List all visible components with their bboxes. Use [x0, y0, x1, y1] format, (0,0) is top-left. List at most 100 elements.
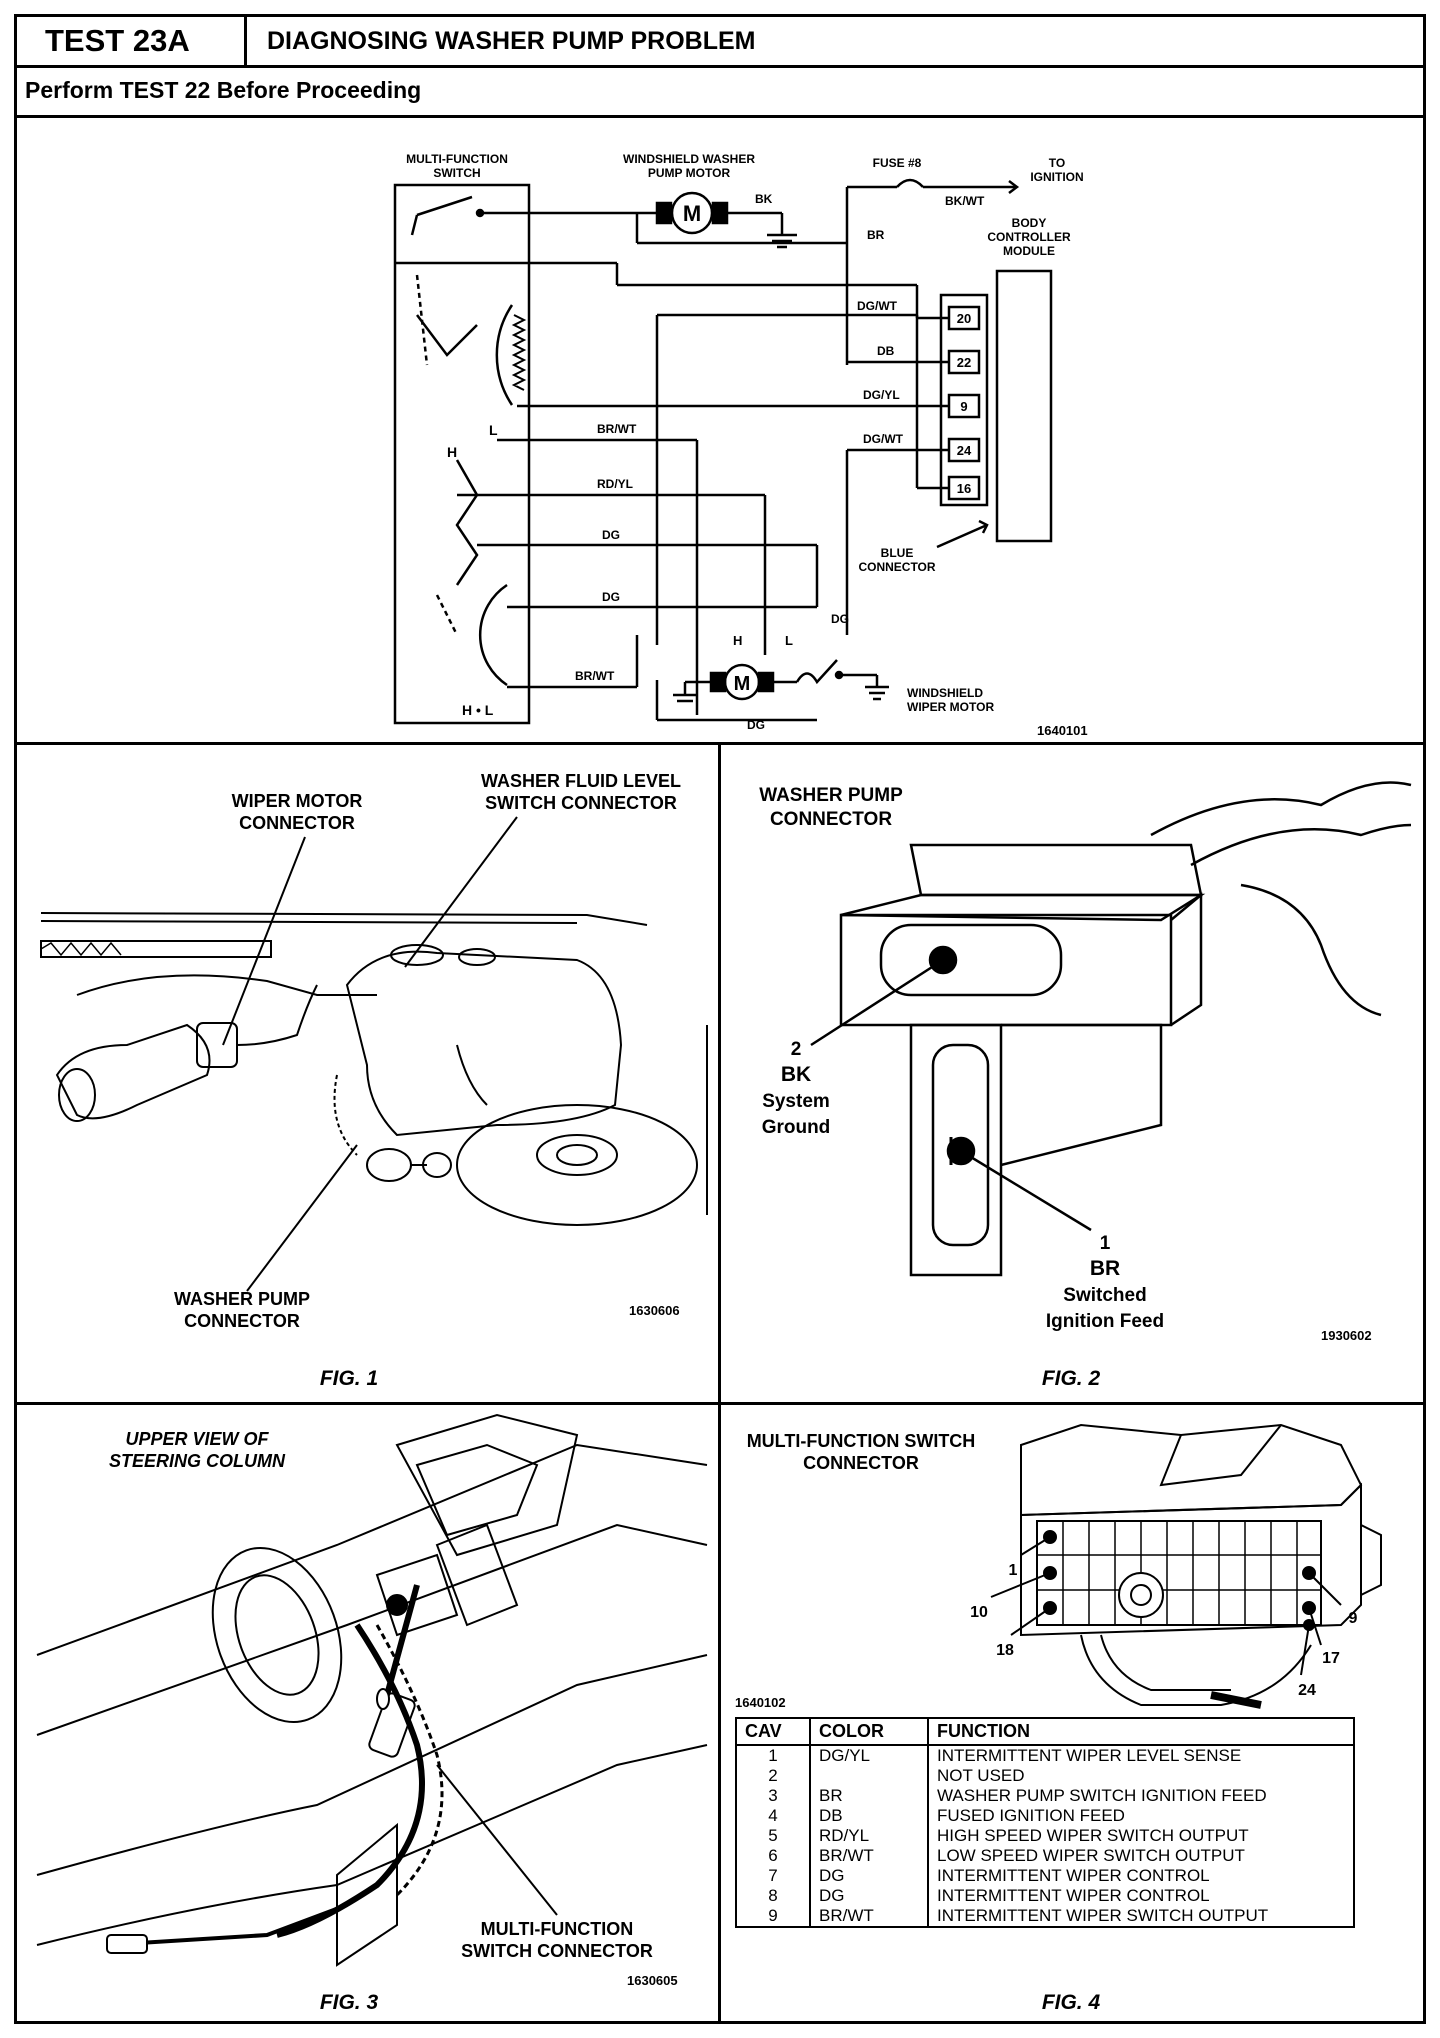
wiper-motor-icon: M: [709, 663, 775, 701]
test-id: TEST 23A: [17, 17, 247, 65]
bcm-label-3: MODULE: [1003, 244, 1055, 258]
wiper-motor-symbol: M: [734, 673, 751, 695]
fig3-illustration: UPPER VIEW OF STEERING COLUMN: [36, 1413, 708, 2014]
wire-label-br: BR: [867, 228, 885, 242]
figure-code: 1640102: [735, 1695, 786, 1710]
figure-code: 1640101: [1037, 723, 1088, 738]
multi-function-switch-connector-body: [1020, 1423, 1382, 1637]
fig2-title-2: CONNECTOR: [770, 809, 892, 830]
figure-code: 1630606: [629, 1303, 680, 1318]
fuse-icon: [896, 178, 924, 188]
function-cell: NOT USED: [927, 1766, 1355, 1786]
cav-cell: 7: [735, 1866, 811, 1886]
fig3-connector-label-2: SWITCH CONNECTOR: [461, 1941, 653, 1961]
wiring-schematic: MULTI-FUNCTION SWITCH M BK WINDSHIELD WA…: [393, 152, 1088, 738]
figure-caption: FIG. 1: [320, 1367, 378, 1390]
figure-caption: FIG. 4: [1042, 1991, 1101, 2014]
steering-column-shape: [36, 1413, 708, 1946]
column-header: COLOR: [809, 1717, 929, 1746]
wiper-motor-label-2: WIPER MOTOR: [907, 700, 994, 714]
fluid-switch-label-2: SWITCH CONNECTOR: [485, 793, 677, 813]
pin2-function-2: Ground: [762, 1117, 831, 1138]
fig3-connector-label-1: MULTI-FUNCTION: [481, 1919, 634, 1939]
function-cell: INTERMITTENT WIPER LEVEL SENSE: [927, 1745, 1355, 1766]
color-cell: DG/YL: [809, 1745, 929, 1766]
cav-cell: 8: [735, 1886, 811, 1906]
pin-label: 16: [957, 481, 971, 496]
figure-caption: FIG. 3: [320, 1991, 379, 2014]
color-cell: DB: [809, 1806, 929, 1826]
callout-1: 1: [1009, 1562, 1018, 1579]
function-cell: WASHER PUMP SWITCH IGNITION FEED: [927, 1786, 1355, 1806]
pump-connector-label-2: CONNECTOR: [184, 1311, 300, 1331]
cav-cell: 6: [735, 1846, 811, 1866]
fig2-panel: WASHER PUMP CONNECTOR 2: [721, 745, 1423, 1405]
cav-cell: 5: [735, 1826, 811, 1846]
color-cell: RD/YL: [809, 1826, 929, 1846]
wiper-l-label: L: [785, 633, 793, 648]
wire-label-dg-yl: DG/YL: [863, 388, 900, 402]
fig2-illustration: WASHER PUMP CONNECTOR 2: [759, 781, 1412, 1390]
washer-pump-motor-icon: M: [655, 191, 729, 235]
cav-cell: 2: [735, 1766, 811, 1786]
wire-label-dg-3: DG: [831, 612, 849, 626]
wire-label-dg-wt: DG/WT: [857, 299, 898, 313]
wire-label-br-wt: BR/WT: [597, 422, 637, 436]
page-title: DIAGNOSING WASHER PUMP PROBLEM: [267, 27, 756, 55]
wire-label-rd-yl: RD/YL: [597, 477, 633, 491]
function-cell: INTERMITTENT WIPER CONTROL: [927, 1886, 1355, 1906]
color-cell: BR: [809, 1786, 929, 1806]
wire-label-db: DB: [877, 344, 895, 358]
wire-label-br-wt-2: BR/WT: [575, 669, 615, 683]
prerequisite-note: Perform TEST 22 Before Proceeding: [25, 77, 422, 103]
pin1-function-2: Ignition Feed: [1046, 1311, 1164, 1332]
table-header-row: CAV COLOR FUNCTION: [735, 1717, 1355, 1746]
color-cell: DG: [809, 1886, 929, 1906]
pin2-color: BK: [781, 1063, 811, 1086]
wire-label-dg-1: DG: [602, 528, 620, 542]
function-cell: INTERMITTENT WIPER SWITCH OUTPUT: [927, 1906, 1355, 1928]
multi-function-switch-box: [393, 183, 531, 725]
wire-label-dg-wt-2: DG/WT: [863, 432, 904, 446]
fig4-title-2: CONNECTOR: [803, 1453, 919, 1473]
column-header: FUNCTION: [927, 1717, 1355, 1746]
blue-connector-label-1: BLUE: [881, 546, 914, 560]
figure-code: 1930602: [1321, 1328, 1372, 1343]
pin-label: 9: [960, 399, 967, 414]
function-cell: HIGH SPEED WIPER SWITCH OUTPUT: [927, 1826, 1355, 1846]
washer-motor-label-1: WINDSHIELD WASHER: [623, 152, 755, 166]
fig2-title-1: WASHER PUMP: [759, 785, 903, 806]
bcm-label-1: BODY: [1012, 216, 1047, 230]
body-controller-module-box: [995, 269, 1053, 543]
washer-reservoir: [345, 950, 623, 1137]
prerequisite-row: Perform TEST 22 Before Proceeding: [17, 65, 1423, 118]
intermittent-resistor-arc: [495, 304, 514, 406]
pin1-color: BR: [1090, 1257, 1120, 1280]
cav-cell: 9: [735, 1906, 811, 1928]
wiper-motor-shape: [55, 1022, 238, 1122]
callout-9: 9: [1349, 1610, 1358, 1627]
washer-motor-symbol: M: [683, 201, 701, 226]
pump-connector-label-1: WASHER PUMP: [174, 1289, 310, 1309]
fig1-panel: WIPER MOTOR CONNECTOR WASHER FLUID LEVEL…: [17, 745, 721, 1405]
to-ignition-label-2: IGNITION: [1030, 170, 1083, 184]
fuse-label: FUSE #8: [873, 156, 922, 170]
callout-18: 18: [996, 1642, 1014, 1659]
label-h: H: [447, 444, 457, 460]
cav-cell: 1: [735, 1745, 811, 1766]
callout-10: 10: [970, 1604, 988, 1621]
wiper-connector-label-2: CONNECTOR: [239, 813, 355, 833]
header-row: TEST 23A DIAGNOSING WASHER PUMP PROBLEM: [17, 17, 1423, 68]
pin-label: 22: [957, 355, 971, 370]
function-cell: INTERMITTENT WIPER CONTROL: [927, 1866, 1355, 1886]
color-cell: BR/WT: [809, 1846, 929, 1866]
table-row: 2 NOT USED: [735, 1766, 1355, 1786]
washer-motor-label-2: PUMP MOTOR: [648, 166, 731, 180]
figure-caption: FIG. 2: [1042, 1367, 1101, 1390]
wire-label-bk-wt: BK/WT: [945, 194, 985, 208]
